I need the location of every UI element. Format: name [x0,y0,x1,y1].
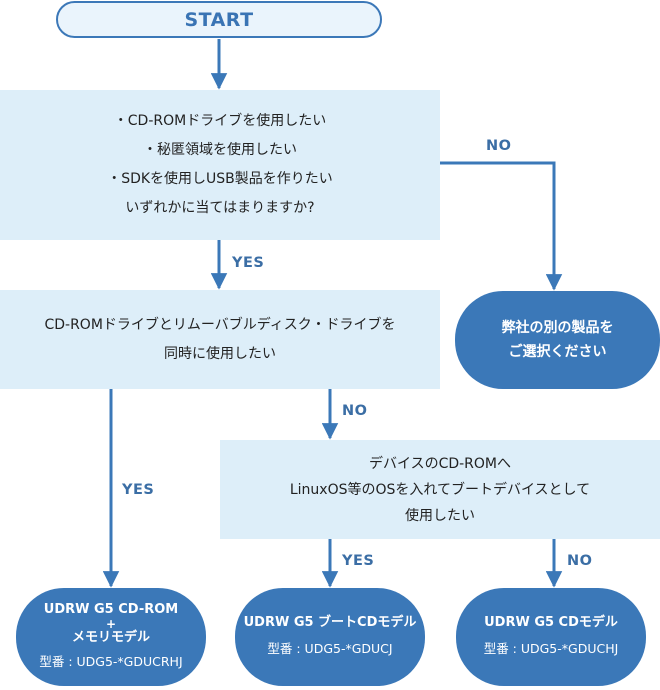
result-other-line-2: ご選択ください [508,344,607,360]
result-cdrom-memory-name-2: メモリモデル [71,630,150,645]
arrow-q1-no [440,161,563,291]
result-other-line-1: 弊社の別の製品を [501,320,614,336]
start-label: START [184,8,254,31]
label-q3-no: NO [567,553,593,569]
question-2-box: CD-ROMドライブとリムーバブルディスク・ドライブを 同時に使用したい [0,290,440,389]
question-1-line-2: ・秘匿領域を使用したい [143,142,297,158]
result-cd-model: UDRW G5 CDモデル 型番 : UDG5-*GDUCHJ [456,588,646,686]
result-cdrom-memory-name: UDRW G5 CD-ROM [43,602,179,617]
question-3-line-2: LinuxOS等のOSを入れてブートデバイスとして [289,481,591,498]
question-1-line-4: いずれかに当てはまりますか? [125,200,315,216]
question-1-box: ・CD-ROMドライブを使用したい ・秘匿領域を使用したい ・SDKを使用しUS… [0,90,440,240]
question-2-line-2: 同時に使用したい [164,345,276,362]
result-cdrom-memory-model-number: 型番 : UDG5-*GDUCRHJ [39,654,183,669]
question-1-line-3: ・SDKを使用しUSB製品を作りたい [107,171,333,187]
label-q1-yes: YES [232,255,265,271]
result-cdrom-memory-plus: + [105,617,117,631]
result-cd-model-number: 型番 : UDG5-*GDUCHJ [483,641,619,656]
result-other-product: 弊社の別の製品を ご選択ください [455,291,660,389]
result-cd-name: UDRW G5 CDモデル [484,615,618,630]
question-1-line-1: ・CD-ROMドライブを使用したい [113,113,327,129]
question-3-line-1: デバイスのCD-ROMへ [368,455,511,472]
result-cdrom-memory-model: UDRW G5 CD-ROM + メモリモデル 型番 : UDG5-*GDUCR… [16,588,206,686]
question-2-line-1: CD-ROMドライブとリムーバブルディスク・ドライブを [44,316,396,333]
result-boot-cd-model-number: 型番 : UDG5-*GDUCJ [267,641,393,656]
label-q1-no: NO [486,138,512,154]
label-q2-no: NO [342,403,368,419]
label-q3-yes: YES [342,553,375,569]
result-boot-cd-name: UDRW G5 ブートCDモデル [243,615,417,630]
question-3-line-3: 使用したい [405,507,475,524]
question-3-box: デバイスのCD-ROMへ LinuxOS等のOSを入れてブートデバイスとして 使… [220,440,660,539]
label-q2-yes: YES [122,482,155,498]
result-boot-cd-model: UDRW G5 ブートCDモデル 型番 : UDG5-*GDUCJ [235,588,425,686]
start-node: START [56,1,382,38]
